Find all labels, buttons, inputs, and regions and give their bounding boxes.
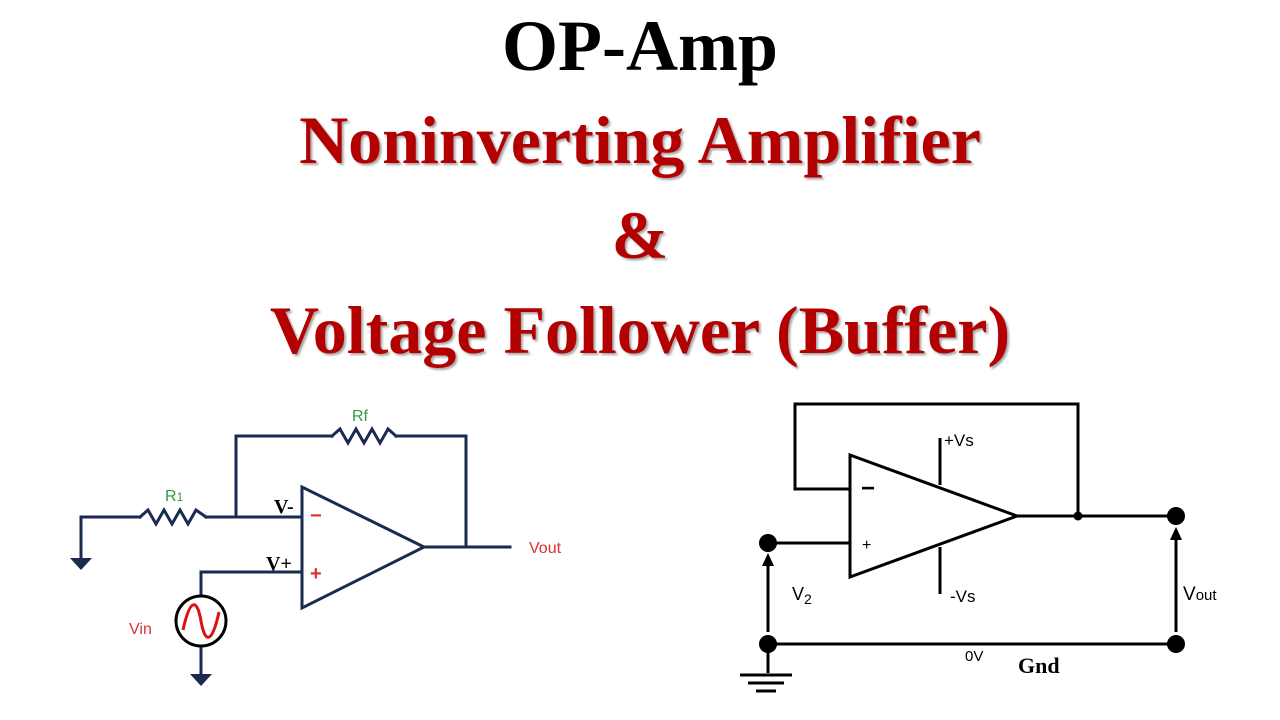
positive-supply-label: +Vs [944,431,974,450]
ground-terminal-left [759,635,777,653]
feedback-wire-right [394,434,468,549]
voltage-follower-circuit [740,402,1178,693]
feedback-wire [234,434,334,519]
subtitle-noninverting: Noninverting Amplifier [299,102,981,178]
v2-arrow-head [762,553,774,566]
follower-noninverting-sign: + [862,537,871,554]
output-terminal [1167,507,1185,525]
rf-resistor [329,425,399,447]
sine-wave-icon [181,603,221,639]
output-junction-dot [1073,511,1083,521]
rf-label: Rf [352,408,369,425]
negative-supply-label: -Vs [950,587,976,606]
subtitle-ampersand: & [611,197,669,273]
noninverting-input-wire [199,570,304,600]
v2-label: V2 [792,584,812,607]
follower-vout-label: Vout [1183,584,1217,605]
vplus-label: V+ [266,553,292,575]
ground-terminal-right [1167,635,1185,653]
vin-label: Vin [129,621,152,638]
vminus-label: V- [274,496,294,518]
page-title: OP-Amp [502,6,778,86]
inverting-sign: − [310,505,322,527]
zero-volt-label: 0V [965,648,983,665]
opamp-triangle [300,484,428,611]
gnd-label: Gnd [1018,653,1060,678]
noninverting-amplifier-circuit [79,425,512,678]
ground-arrow-source [190,674,212,686]
vout-label: Vout [529,540,562,557]
r1-label: R1 [165,488,184,505]
ground-arrow-left [70,558,92,570]
follower-inverting-sign: − [861,475,875,502]
input-terminal [759,534,777,552]
vout-arrow-head [1170,527,1182,540]
follower-opamp-triangle [848,452,1022,580]
subtitle-voltage-follower: Voltage Follower (Buffer) [269,292,1011,368]
noninverting-sign: + [310,563,322,585]
r1-ground-wire [79,515,142,562]
r1-resistor [137,506,209,528]
follower-feedback-wire [793,402,1080,516]
